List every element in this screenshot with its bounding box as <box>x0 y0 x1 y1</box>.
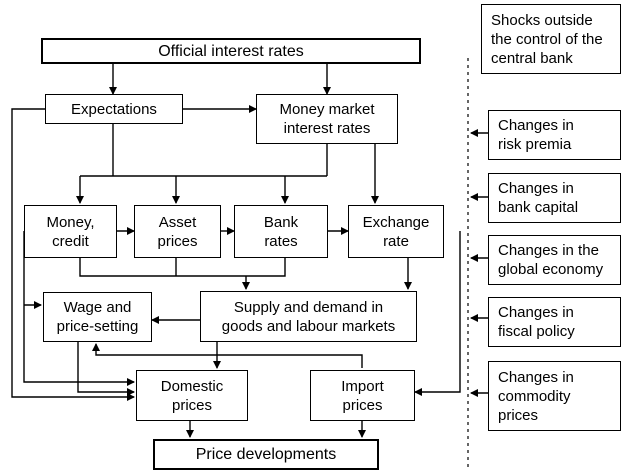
box-asset-prices: Asset prices <box>134 205 221 258</box>
line-lower-bus <box>79 258 286 277</box>
box-shock-bank-capital: Changes in bank capital <box>488 173 621 223</box>
box-shock-commodity-prices: Changes in commodity prices <box>488 361 621 431</box>
box-exchange-rate: Exchange rate <box>348 205 444 258</box>
box-shock-risk-premia: Changes in risk premia <box>488 110 621 160</box>
box-shock-fiscal-policy: Changes in fiscal policy <box>488 297 621 347</box>
arrow-money-credit-to-domestic <box>23 305 135 386</box>
box-bank-rates: Bank rates <box>234 205 328 258</box>
box-shocks-title: Shocks outside the control of the centra… <box>481 4 621 74</box>
arrow-import-to-wage <box>92 343 363 368</box>
box-import-prices: Import prices <box>310 370 415 421</box>
arrow-exchange-to-import <box>414 231 461 396</box>
box-price-developments: Price developments <box>153 439 379 470</box>
box-money-credit: Money, credit <box>24 205 117 258</box>
arrow-wage-to-domestic <box>77 342 135 396</box>
box-shock-global-economy: Changes in the global economy <box>488 235 621 285</box>
arrow-expectations-to-domestic <box>11 108 135 401</box>
box-domestic-prices: Domestic prices <box>136 370 248 421</box>
box-wage-price-setting: Wage and price-setting <box>43 292 152 342</box>
box-official-interest-rates: Official interest rates <box>41 38 421 64</box>
box-expectations: Expectations <box>45 94 183 124</box>
box-supply-demand: Supply and demand in goods and labour ma… <box>200 291 417 342</box>
box-money-market-rates: Money market interest rates <box>256 94 398 144</box>
